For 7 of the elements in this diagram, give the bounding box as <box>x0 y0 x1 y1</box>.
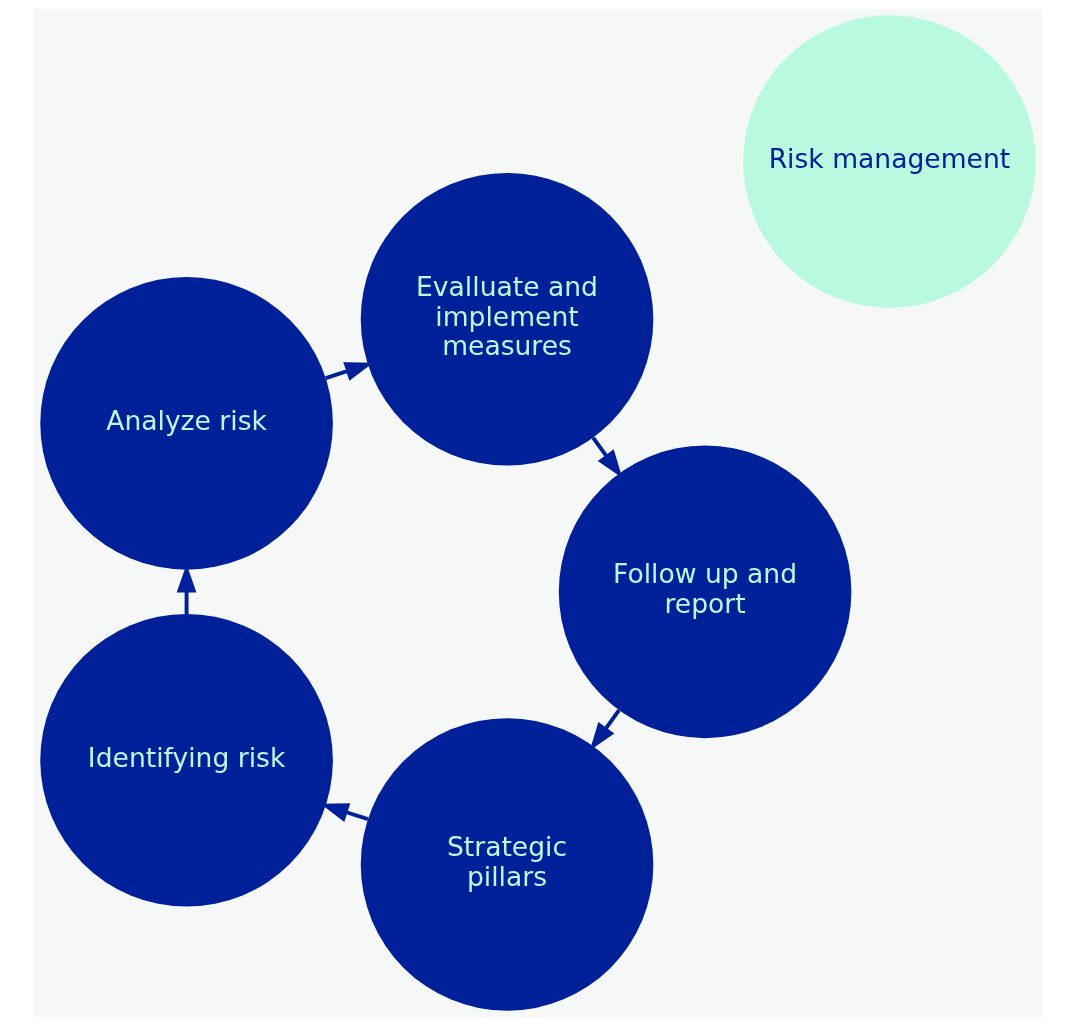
node-circle: Analyze risk <box>40 276 333 570</box>
node-circle: Identifying risk <box>40 613 333 907</box>
arrow <box>589 708 621 751</box>
node-circle: Risk management <box>743 14 1036 308</box>
node-circle: Evalluate and implement measures <box>360 172 654 466</box>
arrow <box>591 435 623 478</box>
node-circle: Strategic pillars <box>360 717 654 1011</box>
